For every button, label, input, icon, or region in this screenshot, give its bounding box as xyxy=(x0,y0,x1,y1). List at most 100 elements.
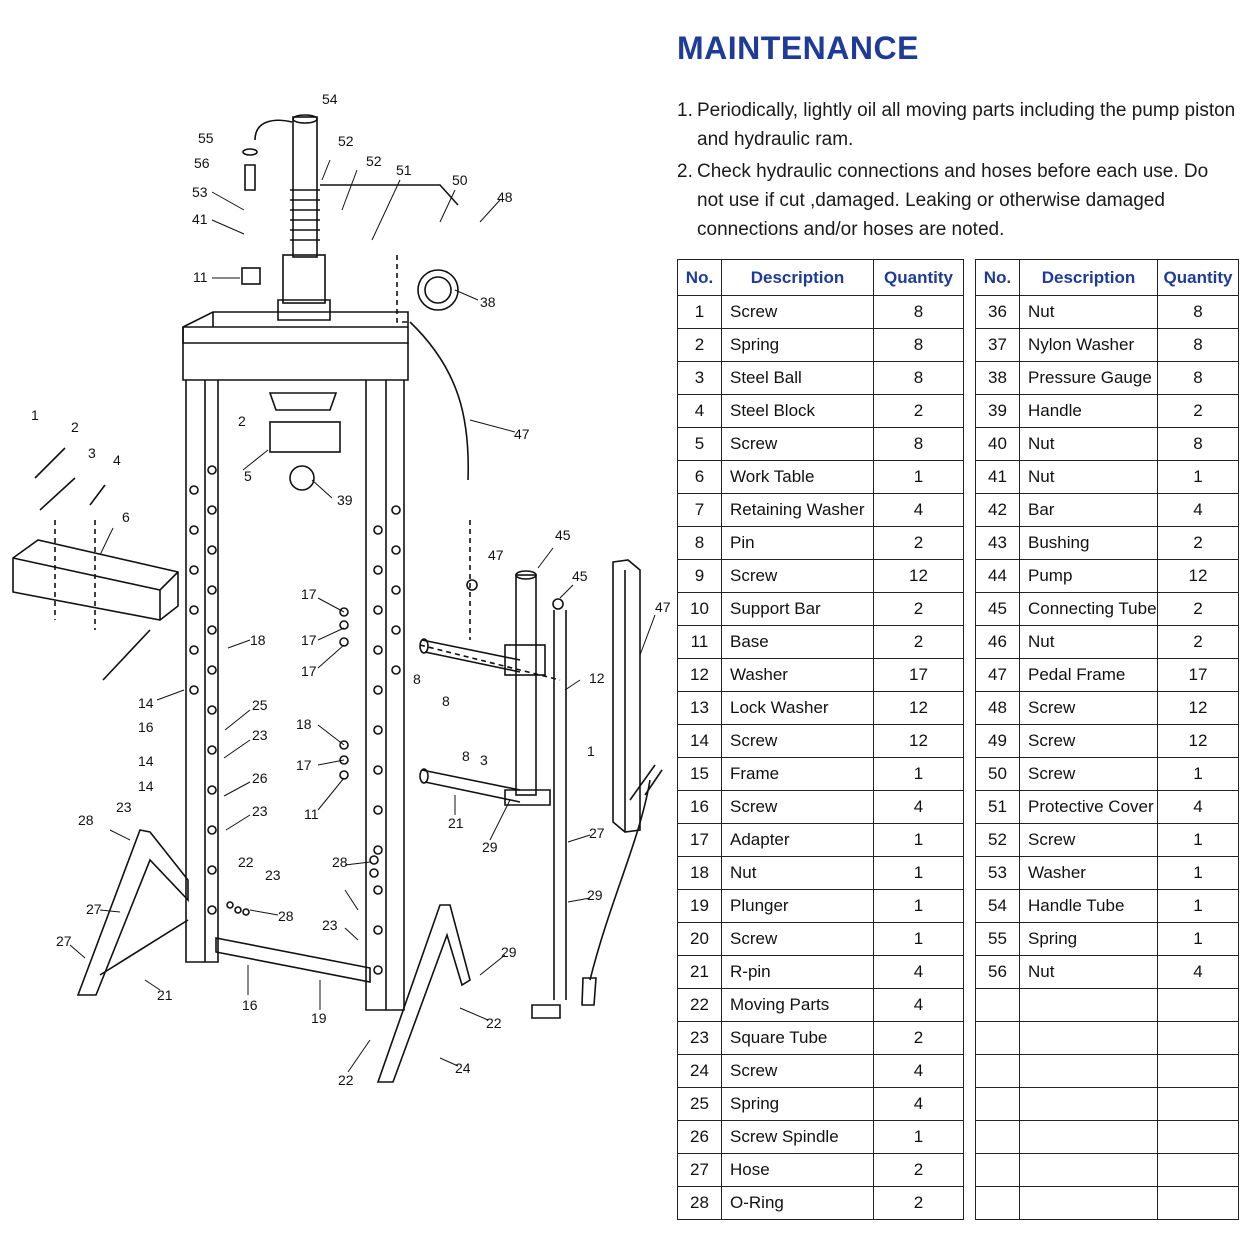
part-quantity-cell: 2 xyxy=(1157,625,1239,659)
callout: 8 xyxy=(442,693,450,709)
part-number-cell: 26 xyxy=(677,1120,722,1154)
callout: 14 xyxy=(138,778,154,794)
part-description-cell: Screw xyxy=(721,790,874,824)
part-quantity-cell: 8 xyxy=(873,361,964,395)
part-quantity-cell xyxy=(1157,1153,1239,1187)
part-number-cell: 11 xyxy=(677,625,722,659)
part-description-cell: Pin xyxy=(721,526,874,560)
part-description-cell: Nut xyxy=(1019,427,1158,461)
part-description-cell xyxy=(1019,1087,1158,1121)
part-number-cell: 40 xyxy=(975,427,1020,461)
part-number-cell: 53 xyxy=(975,856,1020,890)
part-number-cell: 6 xyxy=(677,460,722,494)
callout: 39 xyxy=(337,492,353,508)
callout: 17 xyxy=(301,632,317,648)
callout: 54 xyxy=(322,91,338,107)
part-quantity-cell: 8 xyxy=(1157,361,1239,395)
part-number-cell: 50 xyxy=(975,757,1020,791)
part-description-cell xyxy=(1019,1186,1158,1220)
part-quantity-cell: 2 xyxy=(873,625,964,659)
part-number-cell: 21 xyxy=(677,955,722,989)
part-quantity-cell xyxy=(1157,1087,1239,1121)
page-title: MAINTENANCE xyxy=(677,30,919,66)
part-quantity-cell: 8 xyxy=(873,328,964,362)
part-quantity-cell: 2 xyxy=(1157,394,1239,428)
part-description-cell: Plunger xyxy=(721,889,874,923)
part-number-cell: 28 xyxy=(677,1186,722,1220)
part-quantity-cell: 2 xyxy=(873,1021,964,1055)
frame-upright-right xyxy=(365,380,405,1011)
callout: 23 xyxy=(322,917,338,933)
column-header-no: No. xyxy=(975,259,1020,296)
callout: 3 xyxy=(88,445,96,461)
part-description-cell: Steel Block xyxy=(721,394,874,428)
pedal-frame xyxy=(612,559,641,833)
part-quantity-cell: 1 xyxy=(873,823,964,857)
callout: 14 xyxy=(138,695,154,711)
part-number-cell: 27 xyxy=(677,1153,722,1187)
part-description-cell: Retaining Washer xyxy=(721,493,874,527)
part-quantity-cell: 8 xyxy=(873,427,964,461)
callout: 22 xyxy=(486,1015,502,1031)
part-quantity-cell: 12 xyxy=(873,691,964,725)
instruction-number: 2. xyxy=(677,161,693,182)
part-number-cell: 15 xyxy=(677,757,722,791)
part-description-cell xyxy=(1019,1054,1158,1088)
instruction-item: 2. Check hydraulic connections and hoses… xyxy=(677,157,1237,244)
part-description-cell: Screw xyxy=(721,559,874,593)
callout: 1 xyxy=(31,407,39,423)
part-number-cell: 39 xyxy=(975,394,1020,428)
table-row xyxy=(975,1054,1239,1088)
part-number-cell: 51 xyxy=(975,790,1020,824)
part-description-cell xyxy=(1019,1153,1158,1187)
callout: 2 xyxy=(238,413,246,429)
part-description-cell xyxy=(1019,988,1158,1022)
part-number-cell: 2 xyxy=(677,328,722,362)
callout: 16 xyxy=(242,997,258,1013)
part-quantity-cell: 4 xyxy=(873,1087,964,1121)
callout: 47 xyxy=(514,426,530,442)
callout: 52 xyxy=(338,133,354,149)
part-quantity-cell: 8 xyxy=(1157,427,1239,461)
callout: 41 xyxy=(192,211,208,227)
column-header-quantity: Quantity xyxy=(873,259,964,296)
part-number-cell: 44 xyxy=(975,559,1020,593)
part-quantity-cell: 1 xyxy=(873,889,964,923)
table-row xyxy=(975,1120,1239,1154)
part-number-cell: 20 xyxy=(677,922,722,956)
diagram-callouts: 54 55 52 56 52 51 50 48 53 41 11 38 47 1… xyxy=(31,91,670,1088)
foot-right xyxy=(376,904,471,1083)
table-header-row: No. Description Quantity xyxy=(677,259,964,296)
part-quantity-cell: 8 xyxy=(1157,295,1239,329)
callout: 28 xyxy=(78,812,94,828)
callout: 8 xyxy=(413,671,421,687)
part-description-cell: Screw xyxy=(1019,823,1158,857)
callout: 38 xyxy=(480,294,496,310)
part-number-cell: 10 xyxy=(677,592,722,626)
part-description-cell: Base xyxy=(721,625,874,659)
part-description-cell: O-Ring xyxy=(721,1186,874,1220)
part-number-cell: 3 xyxy=(677,361,722,395)
maintenance-instructions: 1. Periodically, lightly oil all moving … xyxy=(677,96,1237,247)
part-quantity-cell: 1 xyxy=(1157,856,1239,890)
part-quantity-cell: 1 xyxy=(873,1120,964,1154)
callout: 23 xyxy=(265,867,281,883)
